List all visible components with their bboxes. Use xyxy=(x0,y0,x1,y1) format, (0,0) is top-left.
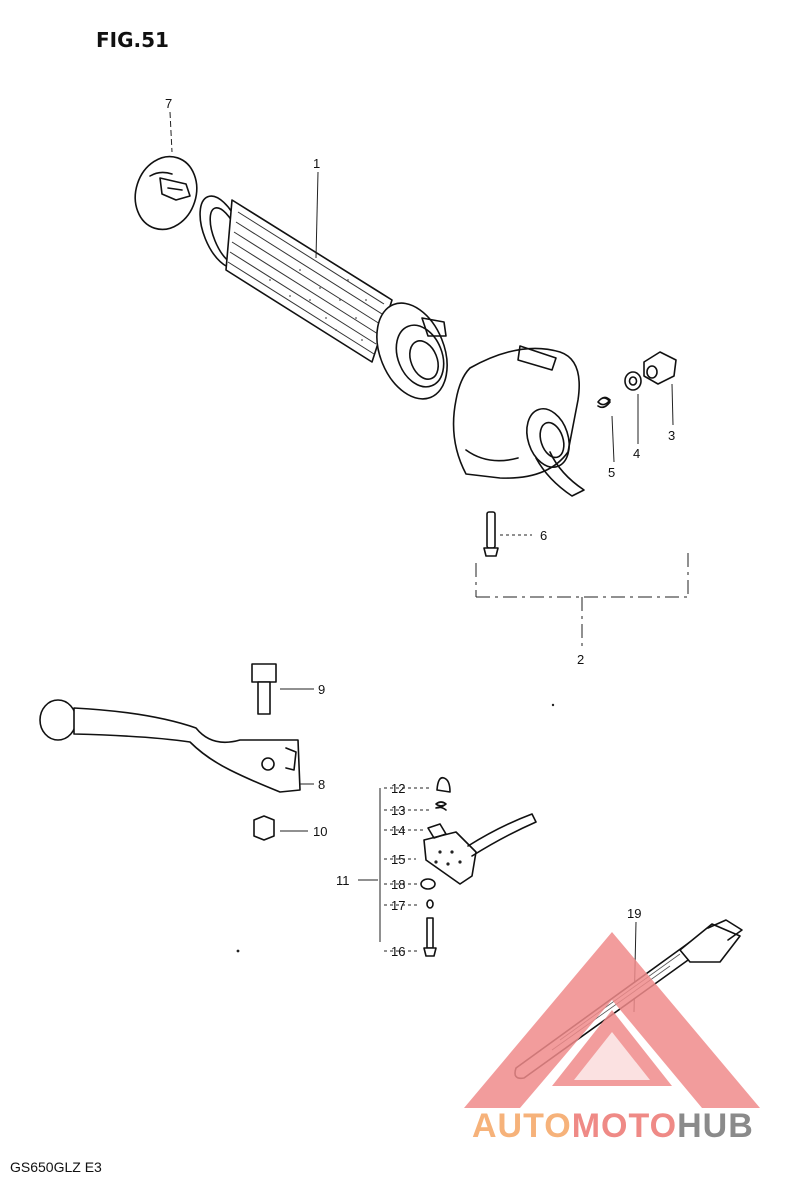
part-5-spring xyxy=(597,396,615,463)
watermark-logo-triangle xyxy=(464,932,760,1108)
callout-16: 16 xyxy=(391,944,405,959)
scan-speck xyxy=(236,949,240,953)
callout-13: 13 xyxy=(391,803,405,818)
callout-15: 15 xyxy=(391,852,405,867)
callout-7: 7 xyxy=(165,96,172,111)
part-3-plug xyxy=(643,351,677,426)
callout-8: 8 xyxy=(318,777,325,792)
part-11-switch xyxy=(358,776,537,957)
callouts: 7 1 3 4 5 6 2 9 8 10 11 12 13 14 15 18 1… xyxy=(165,96,675,959)
part-6-screw xyxy=(483,511,532,557)
callout-1: 1 xyxy=(313,156,320,171)
callout-10: 10 xyxy=(313,824,327,839)
model-code: GS650GLZ E3 xyxy=(10,1159,102,1175)
callout-14: 14 xyxy=(391,823,405,838)
callout-3: 3 xyxy=(668,428,675,443)
scan-speck xyxy=(551,703,555,707)
callout-2: 2 xyxy=(577,652,584,667)
callout-17: 17 xyxy=(391,898,405,913)
watermark: AUTOMOTOHUB xyxy=(464,932,760,1145)
part-10-nut xyxy=(253,815,308,841)
callout-6: 6 xyxy=(540,528,547,543)
part-2-housing xyxy=(452,345,585,497)
figure-title: FIG.51 xyxy=(96,28,169,52)
part-4-nut xyxy=(624,371,642,444)
part-1-grip xyxy=(199,171,448,400)
watermark-text: AUTOMOTOHUB xyxy=(472,1107,754,1145)
part-7-cap xyxy=(134,111,198,231)
callout-19: 19 xyxy=(627,906,641,921)
callout-4: 4 xyxy=(633,446,640,461)
callout-18: 18 xyxy=(391,877,405,892)
part-8-lever xyxy=(39,699,314,793)
callout-9: 9 xyxy=(318,682,325,697)
part-9-bolt xyxy=(251,663,314,715)
callout-11: 11 xyxy=(336,873,350,888)
callout-5: 5 xyxy=(608,465,615,480)
part-2-bracket xyxy=(475,553,689,648)
callout-12: 12 xyxy=(391,781,405,796)
